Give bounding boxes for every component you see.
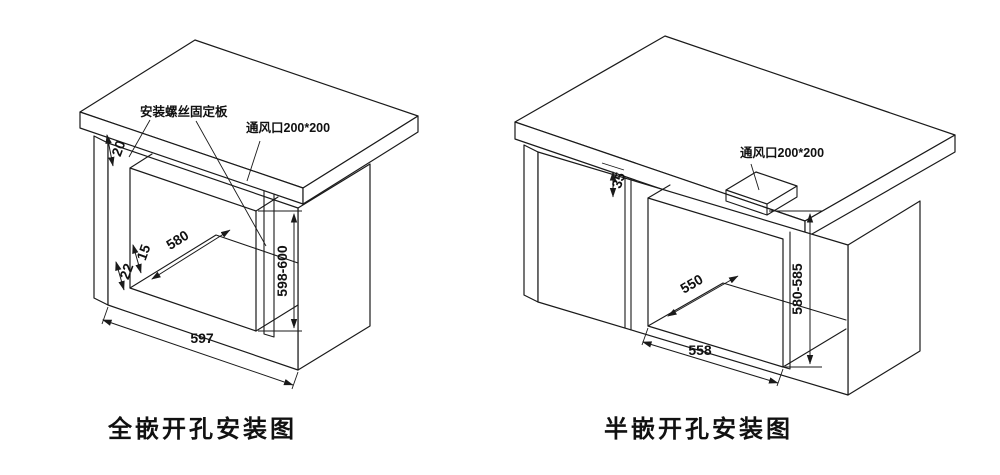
- extension-line: [601, 162, 625, 171]
- countertop-right-face: [302, 115, 419, 205]
- dimension-line: [642, 341, 779, 384]
- dimension-line: [132, 244, 142, 274]
- dimension-line: [115, 261, 125, 291]
- dim-small-b-value: 22: [116, 261, 136, 281]
- vent-callout: 通风口200*200: [246, 120, 330, 182]
- dim-small-a-value: 15: [133, 242, 153, 262]
- fixing-plate-callout: 安装螺丝固定板: [128, 104, 267, 247]
- vent-callout: 通风口200*200: [740, 145, 824, 191]
- dim-height-value: 598-600: [274, 245, 290, 297]
- vent-label: 通风口200*200: [740, 145, 824, 160]
- cavity-ceiling-left-line: [129, 153, 153, 169]
- dimension-line: [151, 229, 231, 280]
- dimension-line: [102, 319, 294, 386]
- dim-top-gap-value: 20: [108, 138, 128, 158]
- extension-line: [291, 371, 299, 390]
- dimension-small-b: 22: [115, 261, 137, 291]
- dimension-line: [667, 275, 739, 317]
- dimension-width: 597: [101, 306, 299, 390]
- dimension-height: 580-585: [769, 210, 822, 368]
- dim-width-value: 558: [688, 342, 712, 358]
- left-diagram-title: 全嵌开孔安装图: [107, 415, 297, 443]
- dimension-top-gap: 35: [601, 162, 629, 198]
- notch-depth-lines: [725, 185, 798, 216]
- dimension-top-gap: 20: [105, 134, 129, 167]
- leader-line: [750, 163, 760, 191]
- dim-height-value: 580-585: [789, 263, 805, 315]
- cavity-ceiling-left-line: [647, 184, 671, 199]
- dimension-line: [105, 134, 115, 167]
- right-diagram: 580-585 550 558 35 通风口200*: [514, 35, 956, 443]
- cavity-floor-right-line: [782, 328, 847, 368]
- leader-line: [246, 140, 261, 182]
- countertop-vent-notch: [725, 171, 798, 216]
- right-diagram-title: 半嵌开孔安装图: [604, 415, 793, 443]
- cabinet-left-panel: [523, 144, 539, 303]
- cabinet-right-side-face: [847, 200, 921, 396]
- dimension-width: 558: [641, 327, 784, 387]
- vent-strip: [782, 231, 791, 370]
- leader-line: [128, 119, 151, 158]
- dimension-small-a: 15: [132, 242, 154, 274]
- fixing-plate-label: 安装螺丝固定板: [140, 104, 228, 119]
- dim-top-gap-value: 35: [608, 170, 628, 190]
- vent-label: 通风口200*200: [246, 120, 330, 135]
- leader-line: [195, 120, 267, 247]
- cabinet-left-panel: [93, 135, 109, 306]
- dim-width-value: 597: [190, 330, 214, 346]
- left-diagram: 598-600 580 597 20 15: [79, 39, 419, 443]
